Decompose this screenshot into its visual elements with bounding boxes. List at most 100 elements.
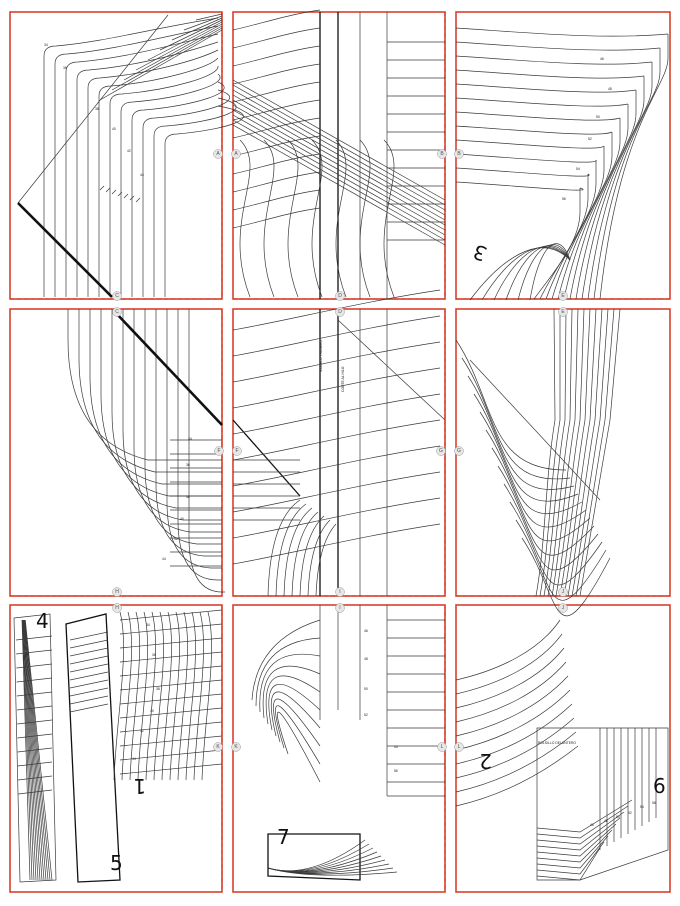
piece-1-curve	[161, 611, 172, 781]
crotch-curve	[268, 683, 321, 731]
waist-curve	[109, 65, 219, 297]
size-line	[69, 687, 109, 697]
alignment-marker-circle	[558, 307, 568, 317]
alignment-marker-letter: F	[235, 448, 238, 454]
yoke-curve	[455, 181, 584, 191]
alignment-marker-letter: F	[217, 448, 220, 454]
size-line	[17, 733, 53, 739]
alignment-marker-f: F	[214, 446, 224, 456]
side-seam	[575, 308, 615, 597]
size-line	[24, 619, 51, 881]
crotch-curve	[275, 705, 321, 765]
yoke-curve	[455, 745, 579, 807]
size-line	[536, 823, 617, 857]
yoke-curve	[455, 111, 621, 121]
size-label: 34	[146, 623, 150, 627]
size-label: 54	[640, 805, 644, 809]
crotch-curve	[307, 519, 331, 597]
pattern-text-labels: BOLSILLO DELANTERO MODELO TRASERO CORTE …	[319, 340, 576, 745]
diagonal-guide	[469, 359, 601, 501]
crotch-curve	[277, 711, 321, 783]
alignment-marker-circle	[213, 149, 223, 159]
side-seam	[311, 139, 323, 298]
diagonal-guide	[337, 319, 446, 421]
piece-1-tick	[119, 749, 223, 761]
pocket-curve	[529, 243, 571, 301]
size-label: 54	[576, 167, 580, 171]
side-seam	[559, 308, 591, 597]
piece-1-curve	[121, 611, 132, 781]
piece-1-tick	[119, 637, 223, 649]
alignment-marker-circle	[558, 291, 568, 301]
size-label: 52	[628, 811, 632, 815]
waist-curve	[43, 17, 219, 297]
crotch-curve	[188, 309, 226, 593]
size-label: 48	[364, 657, 368, 661]
size-line	[16, 663, 53, 669]
yoke-curve	[545, 160, 597, 300]
size-label: 38	[156, 687, 160, 691]
size-line	[536, 805, 629, 839]
crotch-curve	[259, 653, 321, 713]
size-line	[16, 691, 53, 697]
shape-curve	[232, 393, 441, 435]
yoke-curve	[455, 689, 571, 751]
yoke-curve	[461, 357, 571, 480]
piece-number-labels: 1 2 3 4 5 6 7	[36, 239, 666, 875]
size-label: 50	[596, 115, 600, 119]
size-label: 46	[590, 823, 594, 827]
alignment-marker-i: I	[335, 587, 345, 597]
piece-1-curve	[201, 611, 212, 781]
size-label: 38	[186, 495, 190, 499]
size-label: 36	[152, 653, 156, 657]
alignment-marker-g: G	[454, 446, 464, 456]
size-label: 36	[63, 66, 67, 70]
piece-1-curve	[145, 611, 156, 781]
notch	[129, 195, 135, 201]
vertical-label-2: CORTE AL HILO	[341, 366, 345, 392]
size-label: 38	[95, 107, 99, 111]
yoke-curve	[497, 465, 595, 556]
size-label: 36	[186, 463, 190, 467]
alignment-marker-circle	[454, 742, 464, 752]
piece-1-tick	[119, 679, 223, 691]
yoke-curve	[455, 633, 563, 695]
diagonal-guide	[232, 104, 446, 226]
crotch-curve	[299, 515, 325, 597]
size-line	[69, 695, 109, 705]
crotch-curve	[144, 309, 222, 545]
alignment-marker-circle	[112, 603, 122, 613]
guide-line	[159, 19, 223, 51]
piece-1-curve	[169, 611, 180, 781]
piece-1-curve	[129, 611, 140, 781]
pocket-curve	[493, 246, 571, 301]
side-seam	[239, 139, 251, 298]
yoke-curve	[455, 41, 661, 51]
waist-curve	[232, 117, 321, 139]
pocket-curve	[469, 247, 571, 301]
yoke-curve	[539, 174, 589, 300]
size-label: 46	[600, 57, 604, 61]
size-line	[22, 619, 39, 881]
size-label: 34	[44, 43, 48, 47]
piece-1-tick	[119, 721, 223, 733]
diagonal-guide	[232, 84, 446, 206]
crotch-curve	[255, 637, 321, 707]
yoke-curve	[473, 393, 579, 502]
alignment-marker-letter: I	[339, 605, 340, 611]
size-label: 56	[562, 197, 566, 201]
pattern-linework	[13, 9, 669, 883]
size-label: 44	[140, 173, 144, 177]
yoke-curve	[587, 62, 653, 300]
waist-curve	[76, 41, 219, 297]
crotch-curve	[270, 691, 321, 737]
alignment-marker-letter: B	[457, 151, 461, 157]
size-label: 48	[604, 819, 608, 823]
size-line	[22, 619, 37, 881]
yoke-curve	[455, 55, 653, 65]
alignment-marker-c: C	[112, 291, 122, 301]
crotch-curve	[155, 309, 222, 557]
tile-r2c2	[232, 308, 446, 597]
alignment-marker-circle	[335, 291, 345, 301]
